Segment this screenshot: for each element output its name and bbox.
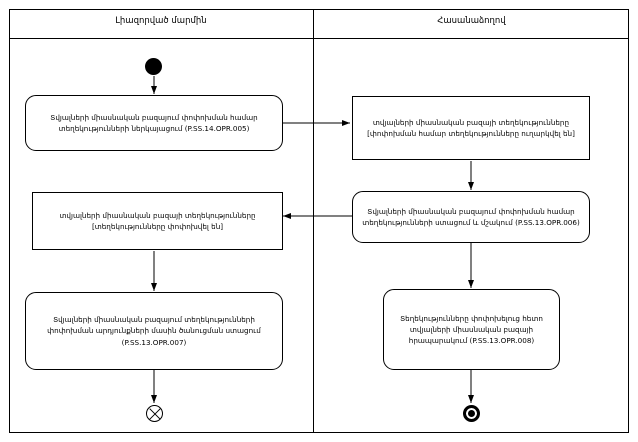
object-node-database-info-changed[interactable]: տվյալների միասնական բազայի տեղեկությունն… xyxy=(32,192,283,250)
flow-final-node xyxy=(146,405,163,422)
object-node-label: տվյալների միասնական բազայի տեղեկությունն… xyxy=(367,117,575,138)
action-node-label: Տվյալների միասնական բազայում տեղեկությու… xyxy=(47,315,261,347)
initial-node xyxy=(145,58,162,75)
action-node-receive-change-result-notice[interactable]: Տվյալների միասնական բազայում տեղեկությու… xyxy=(25,292,283,370)
lane-header-divider xyxy=(9,38,629,39)
action-node-publish-database[interactable]: Տեղեկությունները փոփոխելուց հետո տվյալնե… xyxy=(383,289,560,370)
object-node-label: տվյալների միասնական բազայի տեղեկությունն… xyxy=(59,210,256,231)
object-node-database-info-sent[interactable]: տվյալների միասնական բազայի տեղեկությունն… xyxy=(352,96,590,160)
action-node-label: Տվյալների միասնական բազայում փոփոխման հա… xyxy=(50,112,258,133)
action-node-label: Տվյալների միասնական բազայում փոփոխման հա… xyxy=(362,206,580,227)
action-node-receive-process-change-info[interactable]: Տվյալների միասնական բազայում փոփոխման հա… xyxy=(352,191,590,243)
action-node-label: Տեղեկությունները փոփոխելուց հետո տվյալնե… xyxy=(400,313,543,346)
swimlane-title-right: Հասանաձողով xyxy=(437,16,506,26)
swimlane-title-left: Լիազորված մարմին xyxy=(115,16,207,26)
action-node-submit-change-info[interactable]: Տվյալների միասնական բազայում փոփոխման հա… xyxy=(25,95,283,151)
diagram-border xyxy=(9,9,629,433)
activity-final-node xyxy=(463,405,480,422)
swimlane-vertical-divider xyxy=(313,9,314,433)
